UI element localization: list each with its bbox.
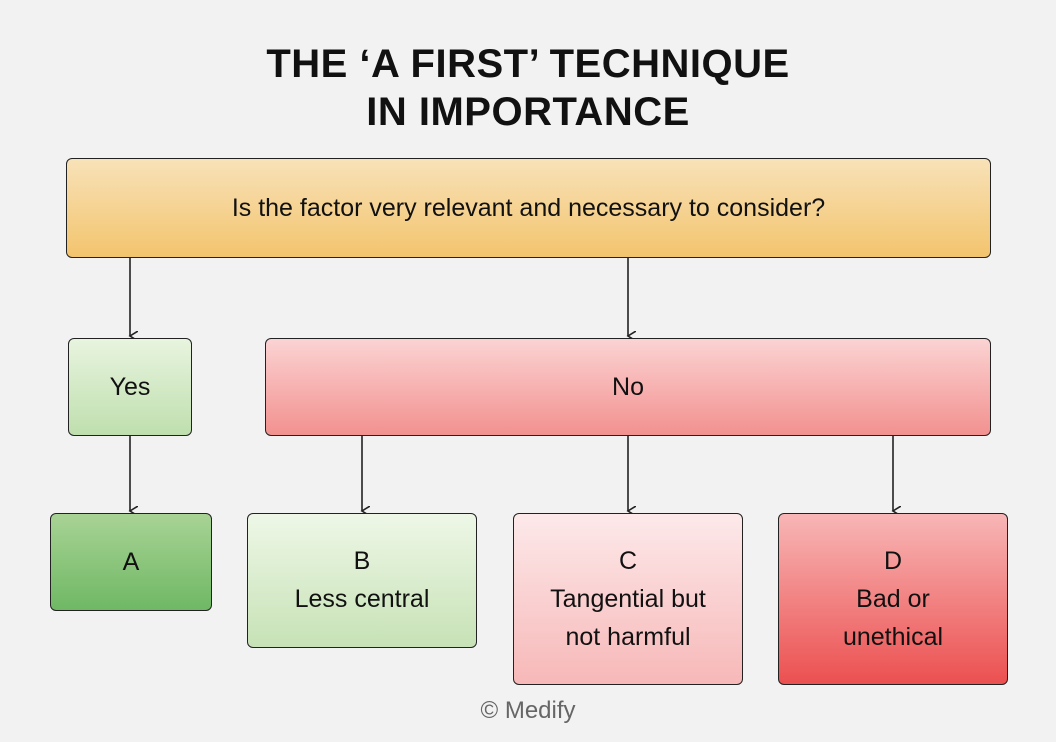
outcome-d-letter: D <box>883 547 903 575</box>
outcome-b-node: B Less central <box>247 513 477 648</box>
title-line-1: THE ‘A FIRST’ TECHNIQUE <box>266 42 790 86</box>
outcome-d-description-line-2: unethical <box>842 623 944 651</box>
title-line-2: IN IMPORTANCE <box>366 90 690 134</box>
outcome-a-letter: A <box>122 548 140 576</box>
yes-label: Yes <box>109 373 151 401</box>
question-node: Is the factor very relevant and necessar… <box>66 158 991 258</box>
outcome-c-description-line-2: not harmful <box>565 623 691 651</box>
diagram-title: THE ‘A FIRST’ TECHNIQUE IN IMPORTANCE <box>0 40 1056 136</box>
copyright-credit: © Medify <box>480 697 576 724</box>
no-node: No <box>265 338 991 436</box>
no-label: No <box>612 373 644 401</box>
outcome-d-description-line-1: Bad or <box>856 585 930 613</box>
outcome-b-description: Less central <box>294 585 430 613</box>
outcome-c-letter: C <box>618 547 638 575</box>
yes-node: Yes <box>68 338 192 436</box>
outcome-c-node: C Tangential but not harmful <box>513 513 743 685</box>
question-text: Is the factor very relevant and necessar… <box>231 194 826 222</box>
outcome-a-node: A <box>50 513 212 611</box>
outcome-d-node: D Bad or unethical <box>778 513 1008 685</box>
outcome-b-letter: B <box>353 547 371 575</box>
outcome-c-description-line-1: Tangential but <box>550 585 706 613</box>
